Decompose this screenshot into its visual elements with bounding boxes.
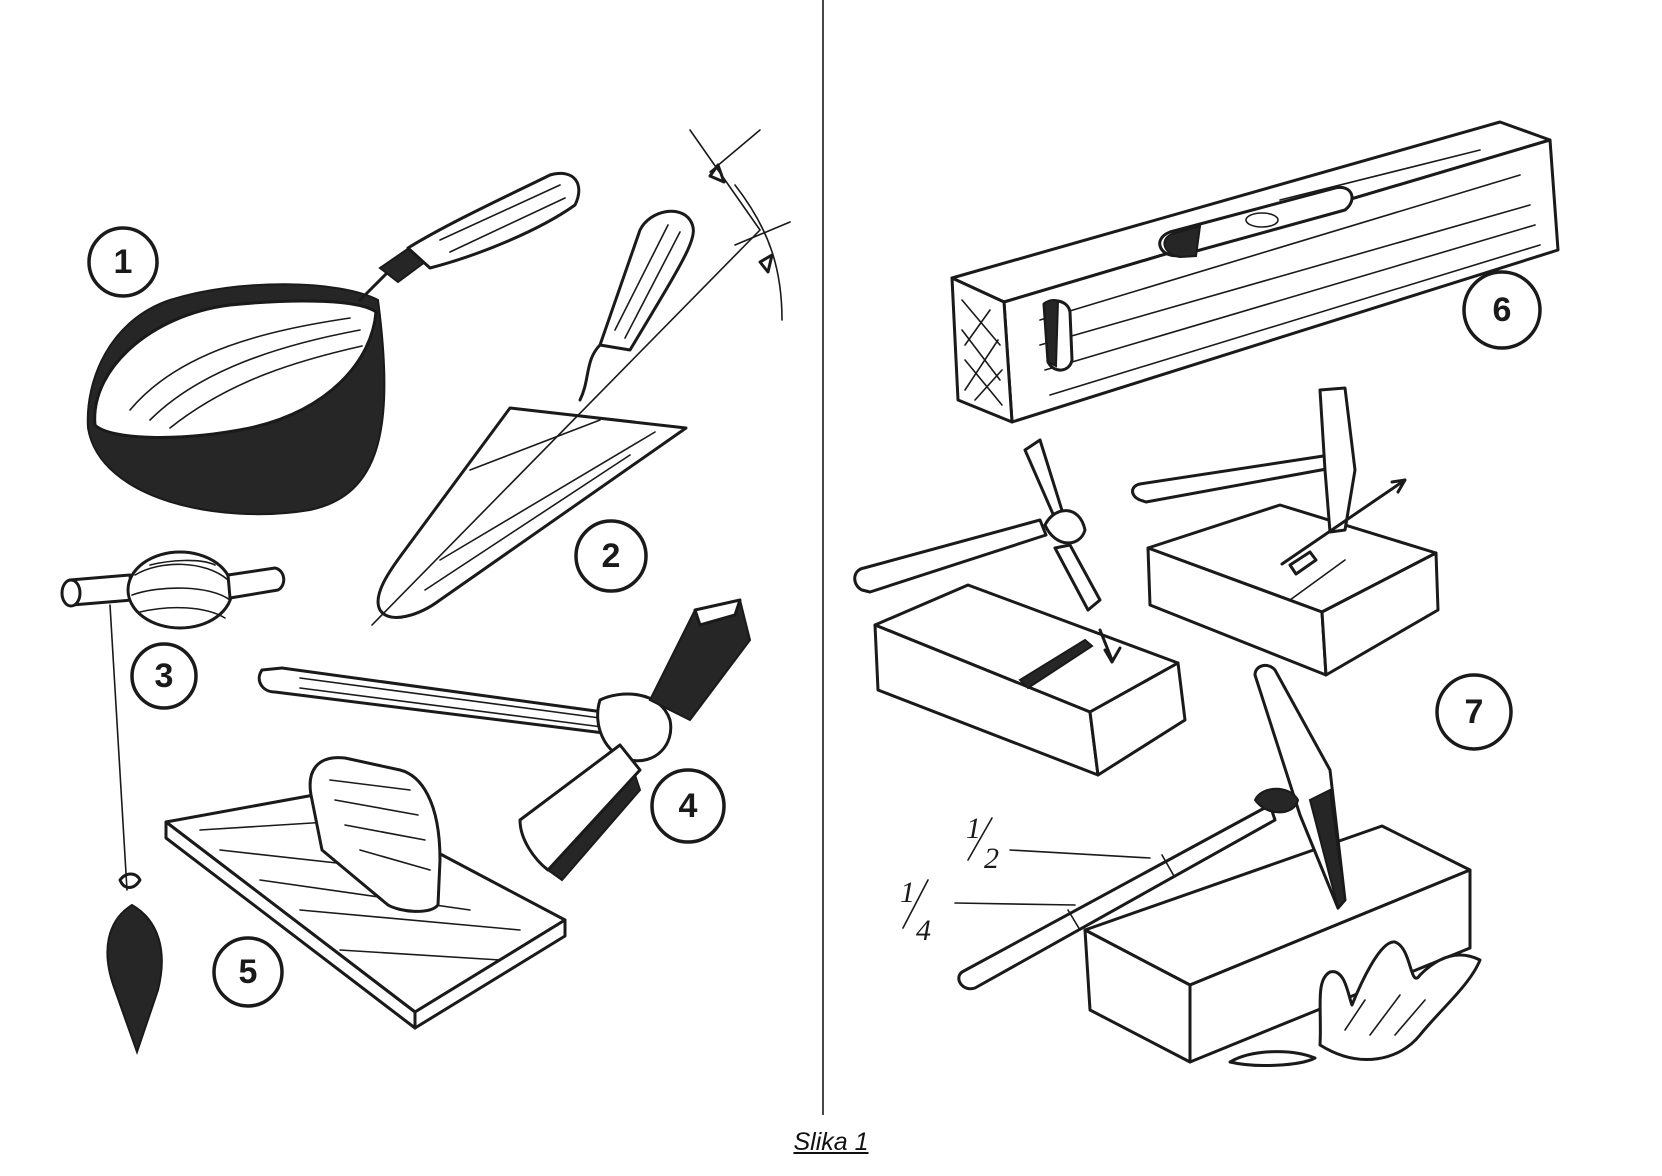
svg-text:1: 1 <box>966 812 981 845</box>
spirit-level-drawing <box>950 120 1560 424</box>
svg-text:1: 1 <box>900 876 915 909</box>
svg-text:2: 2 <box>602 537 621 575</box>
svg-text:1: 1 <box>114 243 133 281</box>
label-5: 5 <box>212 936 284 1008</box>
svg-text:2: 2 <box>984 842 999 875</box>
trowel-drawing <box>371 129 791 626</box>
label-1: 1 <box>87 226 159 298</box>
svg-text:4: 4 <box>679 787 698 825</box>
mortar-scoop-drawing <box>86 172 581 516</box>
svg-text:6: 6 <box>1493 291 1512 329</box>
hammer-drawing <box>257 598 752 882</box>
svg-text:7: 7 <box>1465 693 1484 731</box>
label-7: 7 <box>1435 673 1513 751</box>
svg-text:3: 3 <box>155 657 174 695</box>
figure-caption: Slika 1 <box>793 1128 869 1156</box>
float-drawing <box>164 756 567 1030</box>
fraction-half: 1 2 <box>966 812 999 875</box>
brick-cutting-drawing <box>853 386 1482 1067</box>
line-reel-and-plumb-bob-drawing <box>60 550 286 1056</box>
svg-text:5: 5 <box>239 953 258 991</box>
label-2: 2 <box>574 519 648 593</box>
label-6: 6 <box>1462 270 1542 350</box>
label-4: 4 <box>650 768 726 844</box>
fraction-quarter: 1 4 <box>900 876 931 947</box>
svg-text:4: 4 <box>916 914 931 947</box>
label-3: 3 <box>130 642 198 710</box>
